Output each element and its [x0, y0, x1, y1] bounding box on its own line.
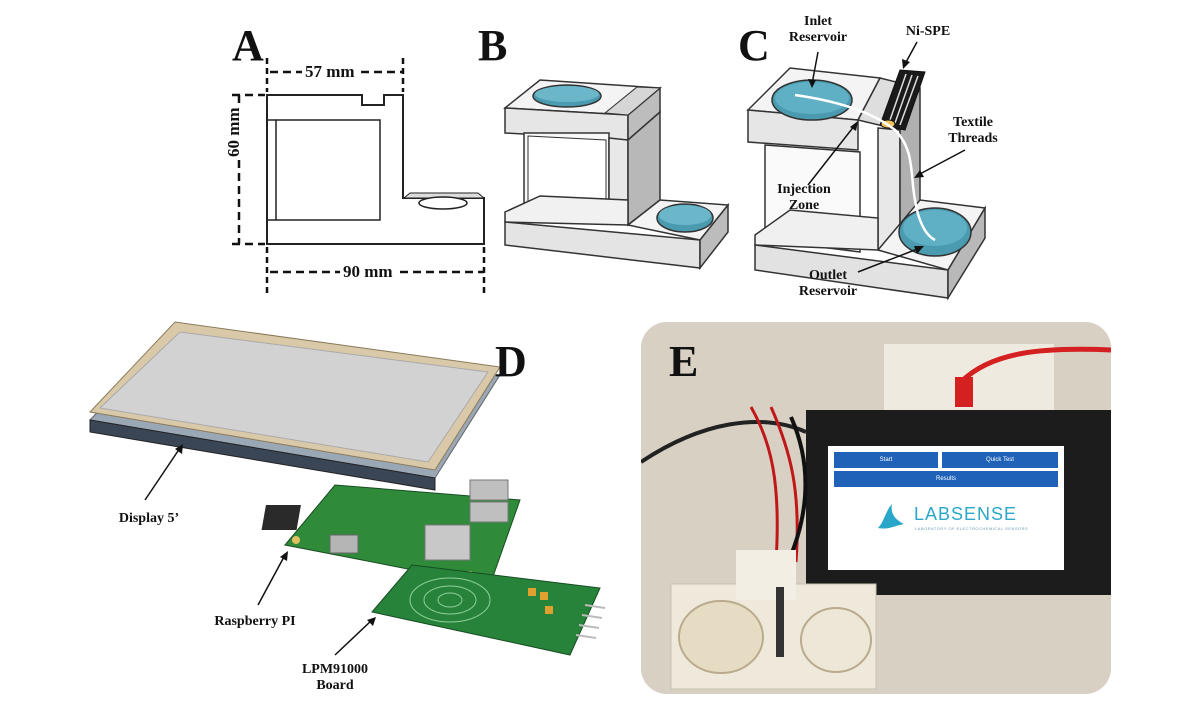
start-button[interactable]: Start [834, 452, 938, 468]
dimension-width-top: 57 mm [302, 62, 358, 82]
label-lpm-board: LPM91000 Board [301, 662, 369, 694]
labsense-logo-text: LABSENSE [914, 504, 1018, 524]
panel-label-a: A [232, 21, 264, 70]
label-textile-threads: Textile Threads [948, 115, 998, 147]
label-inlet-reservoir: Inlet Reservoir [788, 14, 848, 46]
panel-label-d: D [495, 337, 527, 386]
label-raspberry-pi: Raspberry PI [214, 614, 296, 629]
label-injection-zone: Injection Zone [777, 182, 831, 214]
results-button[interactable]: Results [834, 471, 1058, 487]
panel-label-b: B [478, 21, 508, 70]
dimension-height: 60 mm [224, 104, 244, 160]
panel-label-e: E [669, 337, 699, 386]
label-display: Display 5’ [118, 511, 180, 526]
quick-test-button[interactable]: Quick Test [942, 452, 1058, 468]
labsense-logo-icon [878, 504, 904, 529]
label-ni-spe: Ni-SPE [905, 24, 951, 39]
labsense-logo-subtitle: LABORATORY OF ELECTROCHEMICAL SENSORS [915, 526, 1029, 531]
label-outlet-reservoir: Outlet Reservoir [798, 268, 858, 300]
dimension-width-bottom: 90 mm [340, 262, 396, 282]
panel-label-c: C [738, 21, 770, 70]
device-screen: Start Quick Test Results LABSENSE LABORA… [828, 446, 1064, 570]
